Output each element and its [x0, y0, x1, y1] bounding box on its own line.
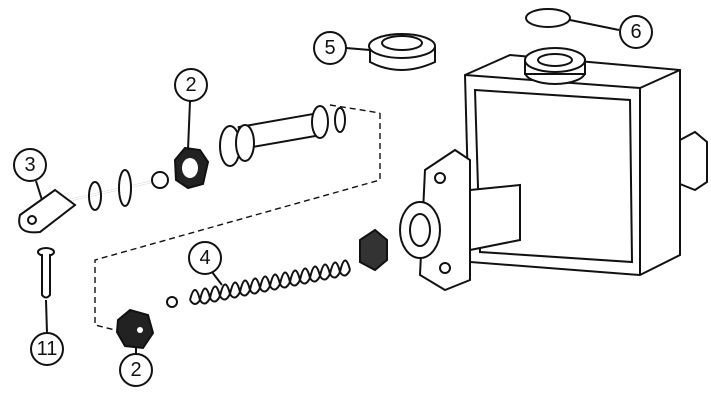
- svg-text:3: 3: [24, 154, 35, 176]
- cylinder-flange: [399, 148, 521, 292]
- leader-lines: [35, 19, 620, 354]
- assembly-guide-line: [329, 104, 381, 114]
- cap-washer: [525, 8, 571, 28]
- callout-5: 5: [313, 31, 347, 65]
- svg-text:5: 5: [324, 37, 335, 59]
- seal-upper: [173, 146, 210, 190]
- svg-text:6: 6: [630, 21, 641, 43]
- piston: [219, 105, 346, 167]
- svg-text:2: 2: [185, 74, 196, 96]
- callout-11: 11: [30, 332, 64, 366]
- filler-cap: [368, 33, 436, 71]
- assembly-guide-line: [94, 113, 381, 331]
- callout-2-lower: 2: [119, 353, 153, 387]
- return-spring: [189, 259, 351, 305]
- valve-assembly: [166, 228, 388, 308]
- clevis-pin: [37, 247, 55, 299]
- pushrod-clevis: [18, 169, 169, 234]
- callout-3: 3: [13, 148, 47, 182]
- callout-4: 4: [188, 241, 222, 275]
- svg-text:2: 2: [130, 359, 141, 381]
- svg-text:11: 11: [37, 338, 58, 360]
- callout-2-upper: 2: [174, 68, 208, 102]
- svg-text:4: 4: [199, 247, 210, 269]
- callout-6: 6: [619, 15, 653, 49]
- seal-lower: [115, 308, 155, 350]
